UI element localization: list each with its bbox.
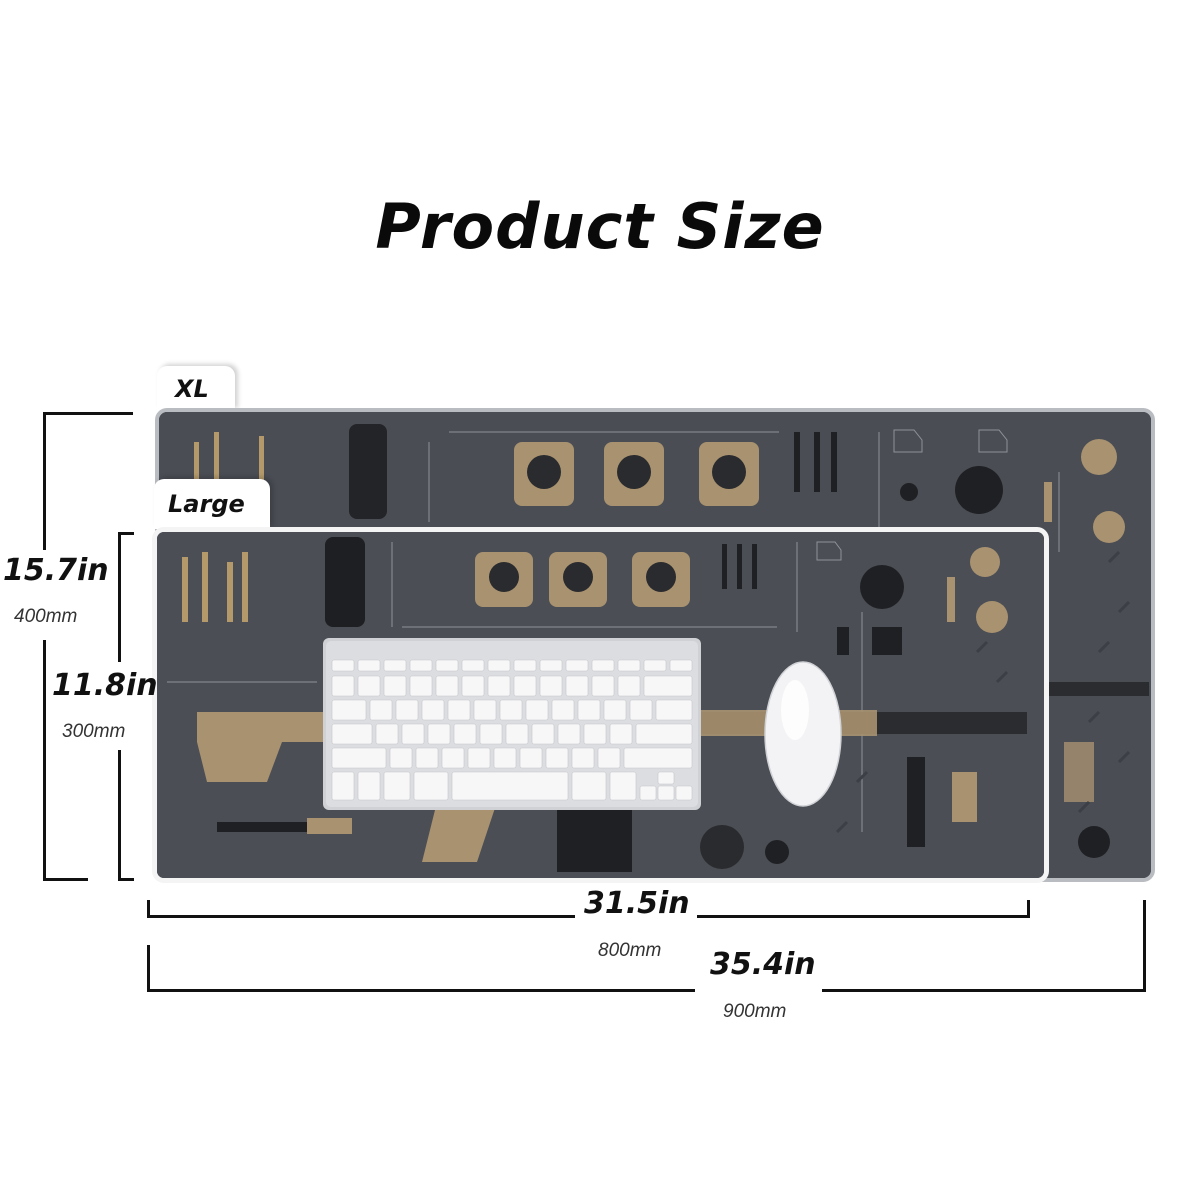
- xl-height-line-lower: [43, 640, 46, 880]
- large-width-mm: 800mm: [598, 940, 662, 961]
- large-height-line-lower: [118, 750, 121, 880]
- xl-width-line-left: [147, 989, 695, 992]
- page-title: Product Size: [375, 190, 825, 263]
- large-width-line-right: [697, 915, 1030, 918]
- xl-height-line-upper: [43, 412, 46, 550]
- mouse: [764, 661, 842, 807]
- large-size-tab: Large: [154, 479, 270, 529]
- large-width-inches: 31.5in: [584, 886, 690, 921]
- xl-width-right-tick: [1143, 900, 1146, 992]
- large-height-line-upper: [118, 532, 121, 662]
- large-height-inches: 11.8in: [52, 668, 158, 703]
- keyboard: [323, 638, 701, 810]
- large-width-left-tick: [147, 900, 150, 918]
- large-height-mm: 300mm: [62, 721, 126, 742]
- large-height-top-tick: [118, 532, 134, 535]
- xl-width-left-tick: [147, 945, 150, 992]
- large-width-right-tick: [1027, 900, 1030, 918]
- xl-width-mm: 900mm: [723, 1001, 787, 1022]
- xl-width-line-right: [822, 989, 1146, 992]
- xl-width-inches: 35.4in: [710, 947, 816, 982]
- xl-height-bottom-tick: [43, 878, 88, 881]
- xl-height-top-tick: [43, 412, 133, 415]
- large-height-bottom-tick: [118, 878, 134, 881]
- xl-height-mm: 400mm: [14, 606, 78, 627]
- xl-height-inches: 15.7in: [3, 553, 109, 588]
- xl-size-tab: XL: [157, 366, 235, 410]
- large-width-line-left: [147, 915, 575, 918]
